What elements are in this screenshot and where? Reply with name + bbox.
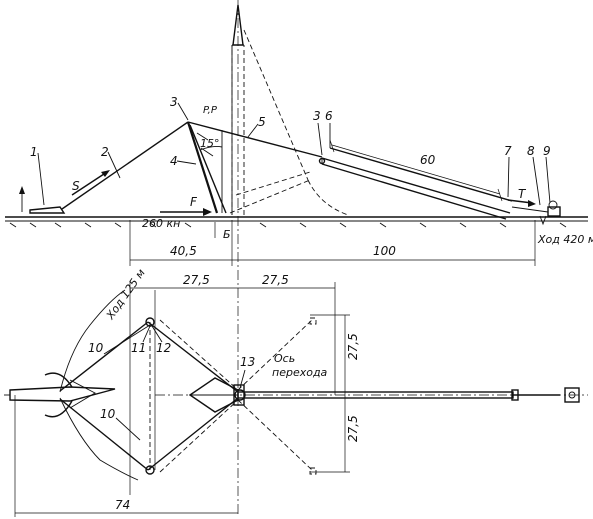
dim-74 bbox=[14, 395, 238, 517]
callout-12: 12 bbox=[156, 341, 171, 355]
angle-arc bbox=[199, 145, 223, 151]
callout-7: 7 bbox=[504, 144, 512, 158]
label-27-5-upper: 27,5 bbox=[346, 333, 360, 360]
callout-1: 1 bbox=[30, 145, 38, 159]
side-elevation-view: 1 2 3 4 5 3 6 7 8 9 S F T P,P 260 кн 15°… bbox=[5, 0, 593, 517]
force-s-arrow bbox=[71, 170, 110, 196]
label-b: Б bbox=[223, 228, 231, 241]
label-27-5-right: 27,5 bbox=[262, 273, 289, 287]
cable-5 bbox=[187, 121, 323, 158]
dim-baseline bbox=[129, 0, 536, 517]
ground-line bbox=[5, 216, 588, 228]
label-s: S bbox=[72, 179, 80, 193]
anchor-1 bbox=[19, 186, 66, 214]
label-100: 100 bbox=[373, 244, 396, 258]
dim-top bbox=[129, 282, 336, 495]
pipeline-6 bbox=[318, 147, 513, 220]
cable-2 bbox=[61, 121, 189, 210]
label-stroke-420: Ход 420 м bbox=[537, 233, 593, 246]
callout-10-upper: 10 bbox=[88, 341, 104, 355]
axis-label-line1: Ось bbox=[274, 352, 295, 365]
dim-right bbox=[310, 314, 350, 473]
cables-10 bbox=[59, 289, 149, 481]
callout-3: 3 bbox=[170, 95, 178, 109]
label-angle: 15° bbox=[200, 137, 220, 150]
plan-view: 27,5 27,5 27,5 27,5 74 Ход 125 м 10 10 1… bbox=[4, 267, 588, 517]
callout-3b: 3 bbox=[313, 109, 321, 123]
anchor-points bbox=[145, 317, 239, 475]
callout-13: 13 bbox=[240, 355, 255, 369]
winch-9 bbox=[511, 200, 561, 226]
callout-10-lower: 10 bbox=[100, 407, 116, 421]
label-260: 260 кн bbox=[142, 217, 180, 230]
force-t-arrow bbox=[507, 199, 536, 207]
label-t: T bbox=[518, 187, 527, 201]
callout-4: 4 bbox=[170, 154, 178, 168]
callout-5: 5 bbox=[258, 115, 266, 129]
dim-60 bbox=[329, 139, 503, 202]
label-f: F bbox=[190, 195, 198, 209]
label-60: 60 bbox=[420, 153, 436, 167]
callout-9: 9 bbox=[543, 144, 551, 158]
label-pp1: P,P bbox=[203, 105, 218, 116]
boom-4 bbox=[186, 121, 227, 214]
callout-6: 6 bbox=[325, 109, 333, 123]
remote-anchors bbox=[237, 317, 317, 475]
label-27-5-left: 27,5 bbox=[183, 273, 210, 287]
plan-pipeline bbox=[233, 384, 580, 406]
label-27-5-lower: 27,5 bbox=[346, 415, 360, 442]
callout-8: 8 bbox=[527, 144, 535, 158]
force-f-arrow bbox=[160, 208, 212, 216]
anchor-hull bbox=[4, 372, 116, 418]
axis-label-line2: перехода bbox=[272, 366, 328, 379]
label-stroke-125: Ход 125 м bbox=[103, 267, 148, 323]
label-74: 74 bbox=[115, 498, 130, 512]
callout-11: 11 bbox=[131, 341, 146, 355]
callout-2: 2 bbox=[101, 145, 109, 159]
label-40-5: 40,5 bbox=[170, 244, 197, 258]
